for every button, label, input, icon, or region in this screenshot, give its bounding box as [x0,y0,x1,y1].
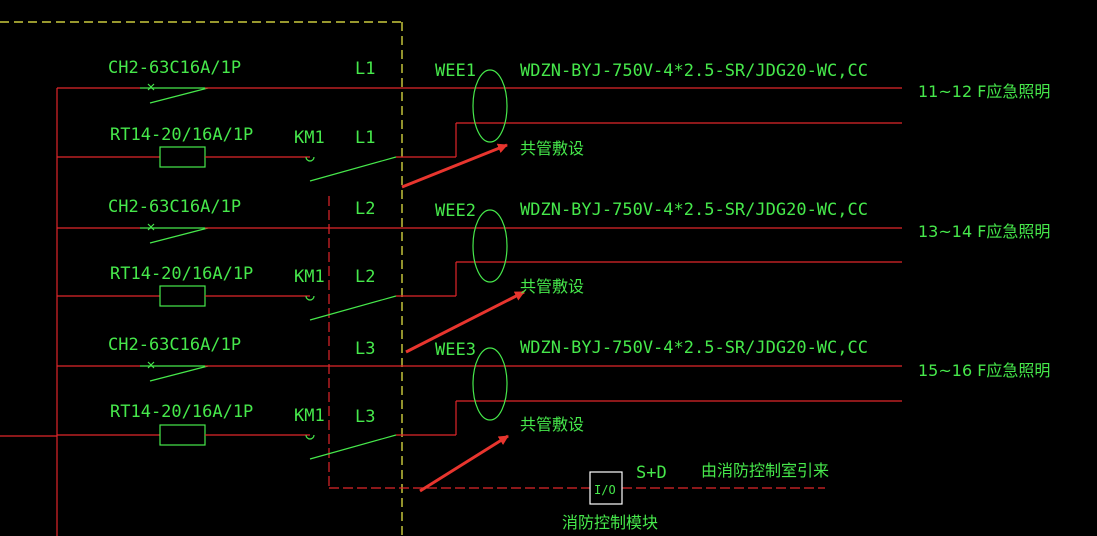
control-link [328,196,825,489]
circuit-row-1 [57,69,902,189]
fuse-label: RT14-20/16A/1P [110,402,253,422]
phase-label-top: L2 [355,199,375,219]
phase-label-bottom: L3 [355,407,375,427]
phase-label-bottom: L1 [355,128,375,148]
signal-label: S+D [636,463,667,483]
breaker-cross-icon [147,83,155,91]
fuse-label: RT14-20/16A/1P [110,264,253,284]
cable-spec-label: WDZN-BYJ-750V-4*2.5-SR/JDG20-WC,CC [520,61,868,81]
cable-id-label: WEE3 [435,340,476,360]
phase-label-bottom: L2 [355,267,375,287]
cable-id-label: WEE1 [435,61,476,81]
io-module-symbol: I/O [594,483,616,497]
breaker-cross-icon [147,223,155,231]
destination-label: 15~16 F应急照明 [918,361,1050,380]
shared-conduit-note: 共管敷设 [520,277,584,296]
conduit-ellipse [472,69,508,143]
breaker-cross-icon [147,361,155,369]
shared-conduit-note: 共管敷设 [520,139,584,158]
circuit-row-3 [57,347,902,493]
arrow-annotation [405,290,525,354]
circuit-row-2 [57,209,902,354]
breaker-label: CH2-63C16A/1P [108,335,241,355]
io-module-label: 消防控制模块 [562,513,658,532]
panel-boundary [0,21,403,536]
phase-label-top: L1 [355,59,375,79]
signal-source-label: 由消防控制室引来 [701,461,829,480]
destination-label: 11~12 F应急照明 [918,82,1050,101]
contactor-symbol [309,156,397,182]
destination-label: 13~14 F应急照明 [918,222,1050,241]
breaker-label: CH2-63C16A/1P [108,197,241,217]
fuse-label: RT14-20/16A/1P [110,125,253,145]
arrow-annotation [419,434,509,493]
shared-conduit-note: 共管敷设 [520,415,584,434]
contactor-label: KM1 [294,406,325,426]
phase-label-top: L3 [355,339,375,359]
cable-id-label: WEE2 [435,201,476,221]
fuse-symbol [159,146,206,168]
io-module-box [589,471,623,505]
contactor-label: KM1 [294,128,325,148]
cable-spec-label: WDZN-BYJ-750V-4*2.5-SR/JDG20-WC,CC [520,200,868,220]
arrow-annotation [401,143,508,189]
cable-spec-label: WDZN-BYJ-750V-4*2.5-SR/JDG20-WC,CC [520,338,868,358]
breaker-label: CH2-63C16A/1P [108,58,241,78]
contactor-label: KM1 [294,267,325,287]
